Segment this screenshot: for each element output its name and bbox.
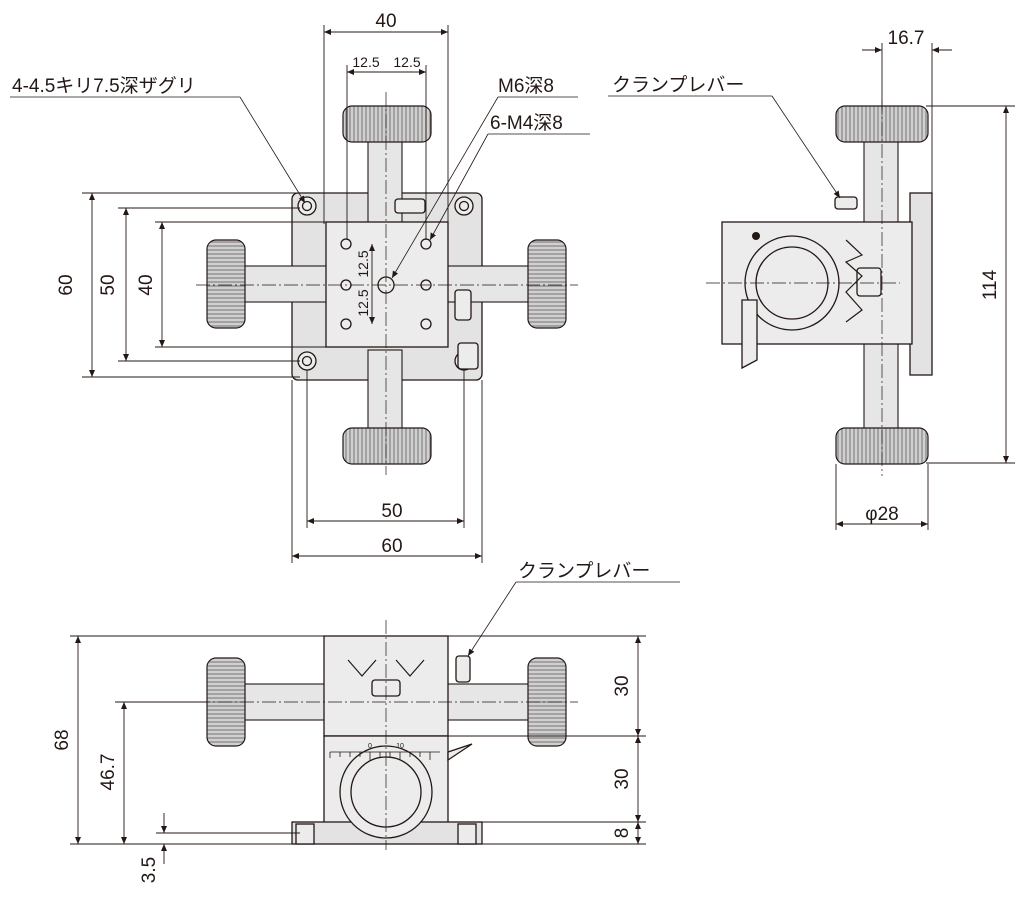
dim-114-label: 114 [980,269,1001,300]
dim-50-vertical-label: 50 [98,274,119,295]
callout-m6-tap: M6深8 [498,75,554,97]
front-foot-left [295,823,315,845]
side-clamp-lever [834,196,858,210]
bottom-knob [342,427,432,465]
right-knob [527,239,567,329]
top-shaft [367,136,403,224]
front-foot-right [457,823,477,845]
left-shaft [237,265,333,303]
left-knob [206,239,246,329]
dim-40-top-label: 40 [375,11,396,32]
scale-zero-label: 0 [368,743,372,750]
side-view: 16.7 114 φ28 クランプレバー [608,28,1015,530]
front-scale [329,743,473,762]
side-clamp-block [856,267,882,297]
right-shaft [439,265,535,303]
scale-ten-label: 10 [396,743,404,750]
clamp-lever-x [454,289,472,321]
top-view: 40 12.5 12.5 60 50 40 12.5 12.5 50 60 [10,11,590,563]
clamp-lever-y [394,198,426,214]
dim-60-vertical-label: 60 [56,274,77,295]
dim-68-label: 68 [52,729,73,750]
callout-m4-holes: 6-M4深8 [490,112,563,134]
front-callout-clamp-lever: クランプレバー [518,560,650,582]
bottom-shaft [367,349,403,437]
side-clamp-plate [741,299,758,370]
side-dovetail [844,239,864,323]
dim-3-5-label: 3.5 [139,857,160,883]
dim-46-7-label: 46.7 [98,754,119,791]
side-screw [752,232,760,240]
front-clamp-lever [455,655,471,683]
dim-30-lower-label: 30 [612,768,633,789]
front-view: 0 10 クランプレバー 68 46.7 3.5 30 30 8 [52,560,680,883]
dim-40-vertical-label: 40 [136,274,157,295]
side-base-plate [909,192,933,376]
front-dovetail-left [347,659,377,677]
dim-phi-28-label: φ28 [865,504,898,525]
lock-block [457,342,479,370]
dim-12-5-left-label: 12.5 [352,54,379,70]
side-callout-clamp-lever: クランプレバー [612,74,744,96]
side-lower-shaft [863,341,899,438]
front-dovetail-right [395,659,425,677]
side-upper-shaft [863,134,899,236]
top-knob [342,105,432,143]
dim-30-upper-label: 30 [612,675,633,696]
front-index-pointer [447,743,473,762]
dim-12-5-vertical-top-label: 12.5 [355,250,371,277]
dim-12-5-vertical-bottom-label: 12.5 [355,289,371,316]
dim-16-7-label: 16.7 [888,28,925,49]
dim-8-label: 8 [612,828,633,839]
dim-60-horizontal-label: 60 [381,536,402,557]
dim-12-5-right-label: 12.5 [393,54,420,70]
callout-counterbore: 4-4.5キリ7.5深ザグリ [12,75,196,97]
dim-50-horizontal-label: 50 [381,501,402,522]
